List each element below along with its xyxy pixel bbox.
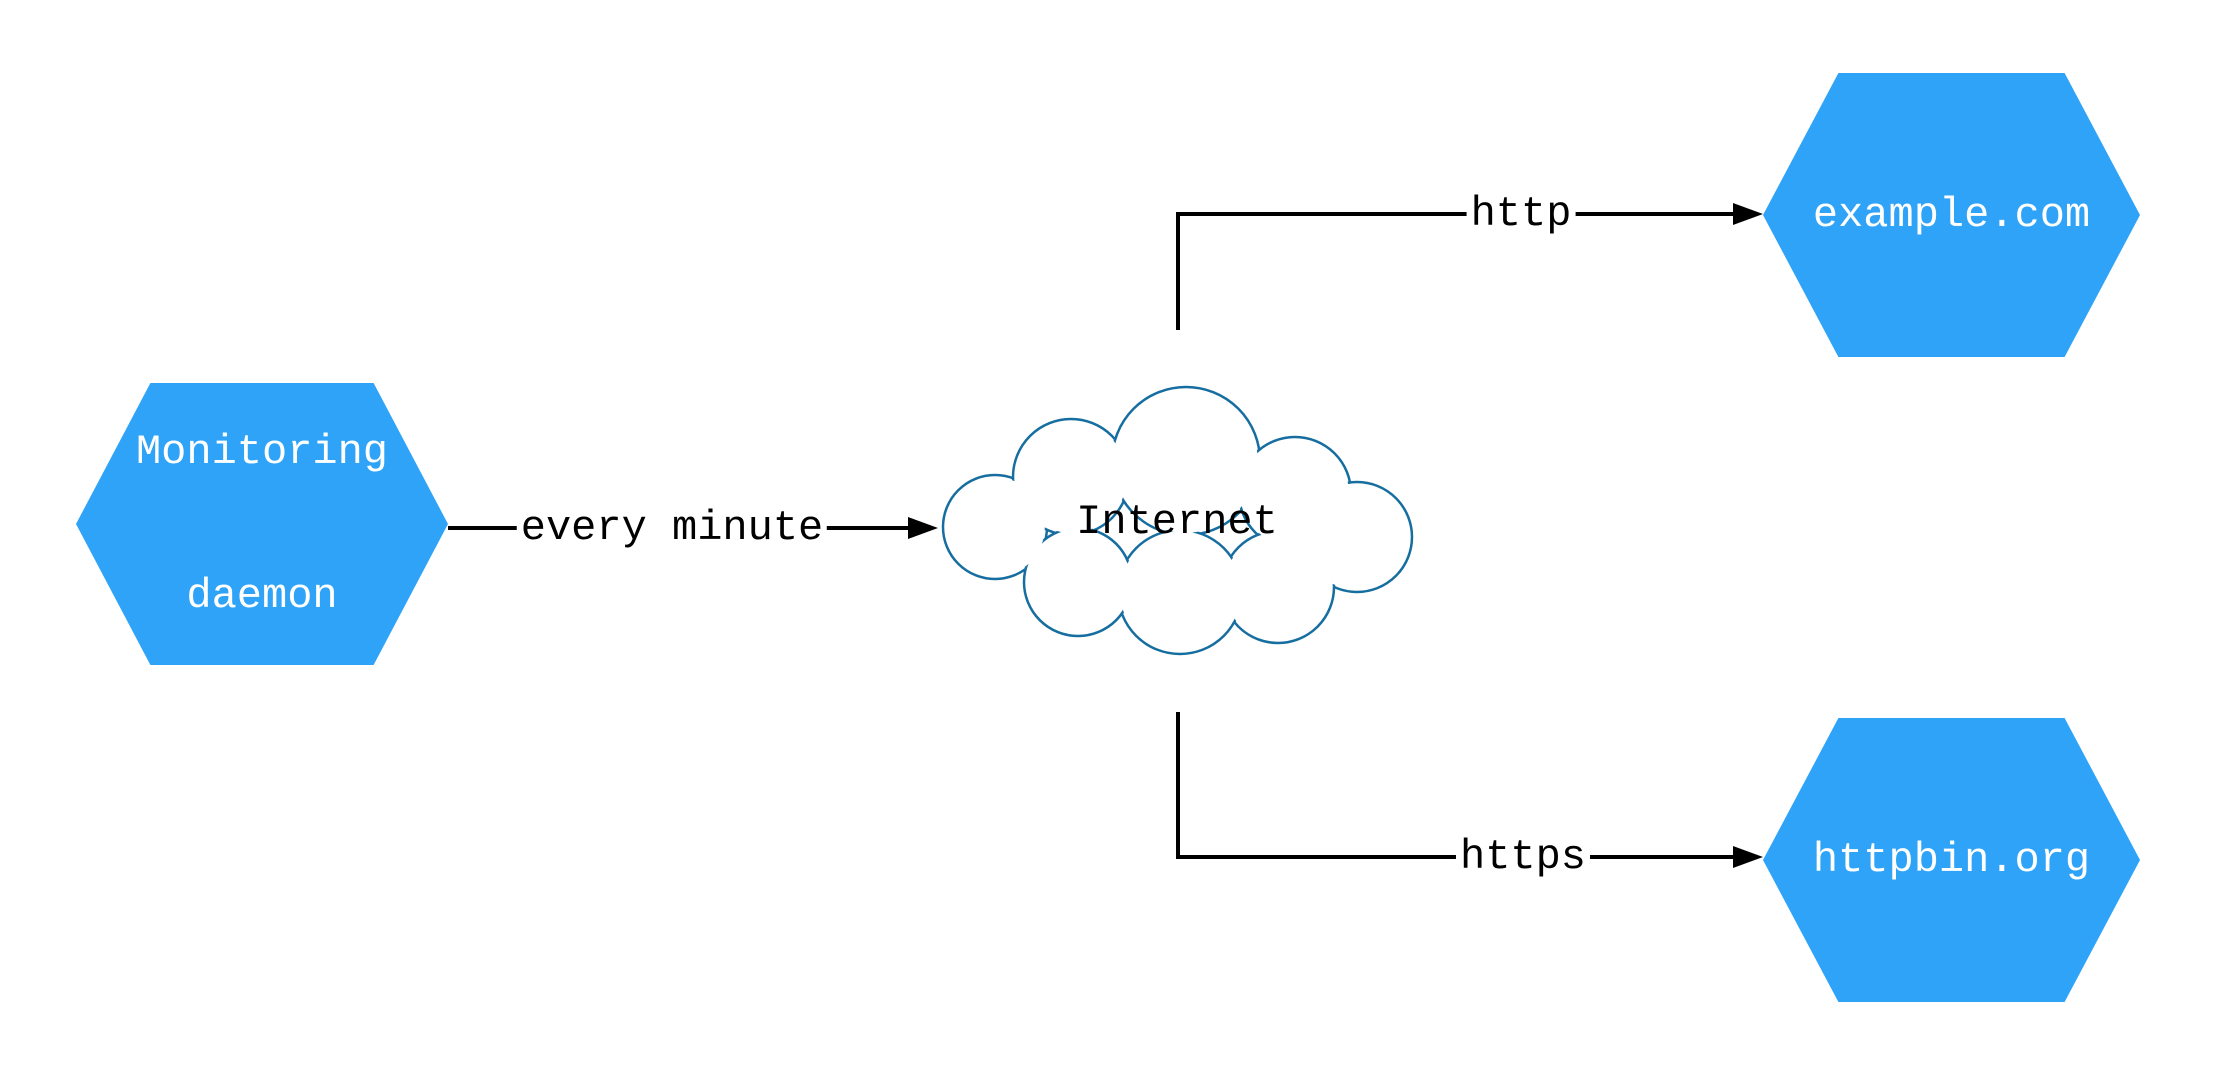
every-minute-arrowhead-icon xyxy=(908,517,938,539)
edge-https-line-horizontal xyxy=(1176,855,1735,859)
monitoring-daemon-label-line1: Monitoring xyxy=(135,428,389,476)
monitoring-daemon-label: Monitoring daemon xyxy=(135,383,389,665)
node-monitoring-daemon: Monitoring daemon xyxy=(76,383,448,665)
edge-http-line-vertical xyxy=(1176,212,1180,330)
internet-label: Internet xyxy=(1076,498,1278,546)
node-httpbin-org: httpbin.org xyxy=(1763,718,2140,1002)
edge-https-line-vertical xyxy=(1176,712,1180,859)
http-arrowhead-icon xyxy=(1733,203,1763,225)
httpbin-org-label: httpbin.org xyxy=(1812,836,2091,884)
edge-http-label: http xyxy=(1466,191,1576,237)
edge-every-minute-label: every minute xyxy=(516,505,828,551)
cloud-icon xyxy=(941,385,1414,656)
monitoring-daemon-label-line2: daemon xyxy=(186,572,338,620)
edge-https-label: https xyxy=(1455,834,1591,880)
https-arrowhead-icon xyxy=(1733,846,1763,868)
edge-http-line-horizontal xyxy=(1176,212,1735,216)
node-example-com: example.com xyxy=(1763,73,2140,357)
example-com-label: example.com xyxy=(1812,191,2091,239)
